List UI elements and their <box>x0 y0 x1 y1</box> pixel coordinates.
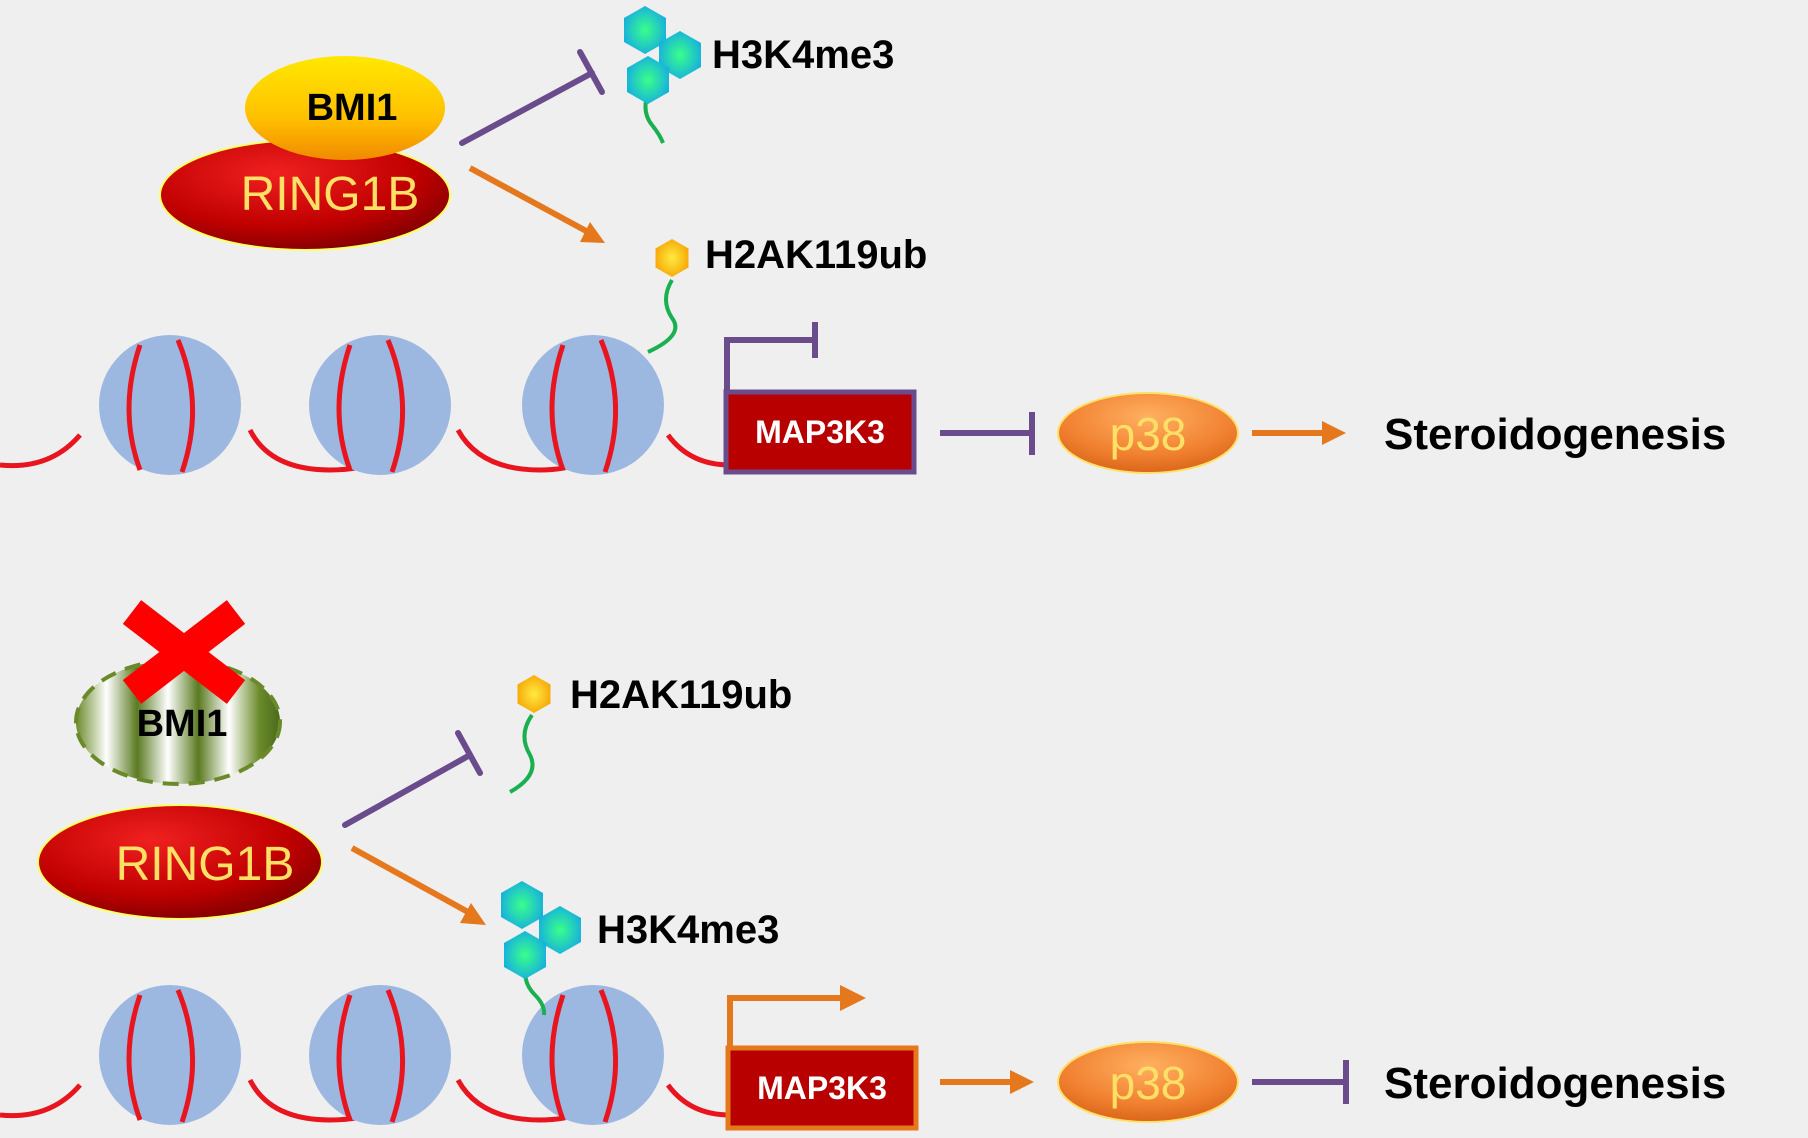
steroidogenesis-label: Steroidogenesis <box>1384 1059 1726 1108</box>
bmi1-protein: BMI1 <box>245 56 445 160</box>
nucleosome <box>309 985 451 1125</box>
top-panel: RING1B BMI1 H3K4me3 H2AK119 <box>0 6 1726 475</box>
bmi1-protein-deleted: BMI1 <box>74 658 282 786</box>
p38-label: p38 <box>1110 408 1187 460</box>
activate-arrow <box>350 845 486 925</box>
nucleosome <box>309 335 451 475</box>
map3k3-gene: MAP3K3 <box>723 389 917 475</box>
inhibit-arrow <box>342 730 483 828</box>
p38-kinase: p38 <box>1057 1041 1239 1123</box>
p38-kinase: p38 <box>1057 392 1239 474</box>
h3k4me3-mark: H3K4me3 <box>501 881 779 1016</box>
nucleosome <box>522 985 664 1125</box>
h2ak119ub-label: H2AK119ub <box>705 233 927 277</box>
h3k4me3-mark: H3K4me3 <box>624 6 894 144</box>
h3k4me3-label: H3K4me3 <box>597 908 779 952</box>
ring1b-protein: RING1B <box>37 804 323 920</box>
map3k3-label: MAP3K3 <box>755 414 885 450</box>
dna-strand <box>0 428 731 473</box>
h3k4me3-label: H3K4me3 <box>712 33 894 77</box>
h2ak119ub-mark: H2AK119ub <box>508 673 792 794</box>
promoter-repressed <box>724 322 818 393</box>
activate-arrow <box>940 1070 1034 1094</box>
bmi1-label: BMI1 <box>307 87 398 129</box>
inhibit-arrow <box>940 412 1035 455</box>
h2ak119ub-label: H2AK119ub <box>570 673 792 717</box>
nucleosome <box>99 985 241 1125</box>
map3k3-label: MAP3K3 <box>757 1070 887 1106</box>
ring1b-label: RING1B <box>116 838 295 891</box>
ring1b-protein: RING1B <box>159 139 451 251</box>
map3k3-gene: MAP3K3 <box>725 1045 919 1131</box>
p38-label: p38 <box>1110 1057 1187 1109</box>
inhibit-arrow <box>459 49 605 146</box>
ring1b-label: RING1B <box>241 168 420 221</box>
bmi1-label: BMI1 <box>137 703 228 745</box>
steroidogenesis-label: Steroidogenesis <box>1384 410 1726 459</box>
activate-arrow <box>1252 421 1346 445</box>
knockout-x-icon <box>122 600 246 704</box>
bottom-panel: BMI1 RING1B H2AK119ub <box>0 600 1726 1131</box>
activate-arrow <box>468 165 605 243</box>
nucleosome <box>99 335 241 475</box>
dna-strand <box>0 1078 731 1123</box>
promoter-active <box>727 985 866 1048</box>
nucleosome <box>522 335 664 475</box>
h2ak119ub-mark: H2AK119ub <box>647 233 927 354</box>
inhibit-arrow <box>1252 1060 1349 1104</box>
